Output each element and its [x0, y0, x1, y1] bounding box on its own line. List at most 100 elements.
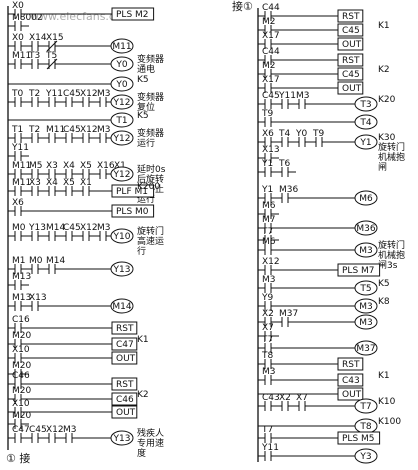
- right-rung: T7: [258, 227, 279, 245]
- contact-gap: [299, 404, 305, 408]
- contact-gap: [15, 304, 21, 308]
- contact-label: X0: [12, 1, 24, 11]
- contact-gap: [265, 268, 271, 272]
- contact-gap: [49, 136, 55, 140]
- contact-gap: [66, 436, 72, 440]
- contact-label: T2: [28, 125, 40, 135]
- contact-label: X7: [296, 393, 308, 403]
- coil-label: Y13: [113, 265, 131, 275]
- contact-label: X17: [262, 31, 280, 41]
- rung-annotation: 度: [137, 447, 146, 459]
- function-box-label: PLS M2: [116, 10, 149, 20]
- contact-label: X10: [12, 345, 30, 355]
- contact-label: M13: [12, 272, 31, 282]
- contact-gap: [100, 234, 106, 238]
- rung-annotation: 闸: [378, 162, 387, 173]
- contact-label: M20: [12, 386, 31, 396]
- contact-label: M3: [97, 89, 111, 99]
- output-coil: [110, 298, 134, 314]
- contact-gap: [265, 378, 271, 382]
- output-coil: [354, 220, 378, 236]
- contact-label: M13: [12, 293, 31, 303]
- output-coil: [354, 242, 378, 258]
- contact-label: X2: [279, 393, 291, 403]
- contact-gap: [66, 189, 72, 193]
- output-coil: [354, 298, 378, 314]
- connector-top-right: 接①: [232, 0, 253, 13]
- contact-label: Y1: [261, 185, 273, 195]
- contact-label: M3: [262, 367, 276, 377]
- contact-gap: [265, 58, 271, 62]
- contact-label: X5: [80, 161, 92, 171]
- contact-label: X6: [12, 198, 24, 208]
- coil-label: M3: [359, 302, 373, 312]
- contact-gap: [265, 72, 271, 76]
- contact-gap: [32, 189, 38, 193]
- function-box: [337, 37, 364, 51]
- contact-gap: [32, 234, 38, 238]
- right-rung: X7: [258, 323, 279, 341]
- function-box-label: PLF M1: [116, 187, 148, 197]
- contact-label: M3: [97, 125, 111, 135]
- contact-gap: [32, 436, 38, 440]
- contact-gap: [49, 234, 55, 238]
- nc-slash: [46, 40, 58, 52]
- coil-label: Y1: [359, 138, 371, 148]
- contact-gap: [49, 189, 55, 193]
- rung-annotation: K5: [378, 279, 390, 289]
- contact-gap: [83, 234, 89, 238]
- contact-label: X16: [97, 161, 115, 171]
- contact-gap: [15, 12, 21, 16]
- contact-gap: [32, 62, 38, 66]
- contact-label: X3: [29, 178, 41, 188]
- contact-gap: [265, 436, 271, 440]
- contact-label: T7: [261, 227, 273, 237]
- contact-gap: [15, 24, 21, 28]
- right-rung: X13: [258, 145, 280, 163]
- rung-annotation: K10: [378, 397, 396, 407]
- contact-gap: [32, 304, 38, 308]
- right-rung: OUT: [258, 387, 364, 401]
- left-rung: M20: [8, 411, 31, 429]
- coil-label: M36: [356, 224, 375, 234]
- contact-label: C45: [29, 425, 47, 435]
- contact-gap: [282, 170, 288, 174]
- contact-label: X6: [262, 129, 274, 139]
- contact-label: M0: [12, 223, 26, 233]
- output-coil: [354, 280, 378, 296]
- output-coil: [110, 94, 134, 110]
- function-box: [337, 431, 381, 445]
- function-box: [111, 377, 138, 391]
- output-coil: [354, 398, 378, 414]
- contact-label: T0: [11, 89, 23, 99]
- coil-label: Y12: [113, 98, 131, 108]
- contact-label: X1: [114, 161, 126, 171]
- contact-label: X14: [29, 33, 47, 43]
- contact-gap: [265, 362, 271, 366]
- rung-annotation: K8: [378, 297, 390, 307]
- contact-label: X1: [80, 178, 92, 188]
- nc-slash: [46, 58, 58, 70]
- output-coil: [354, 134, 378, 150]
- contact-gap: [265, 86, 271, 90]
- contact-gap: [265, 320, 271, 324]
- contact-label: C45: [63, 223, 81, 233]
- contact-label: T7: [261, 335, 273, 345]
- function-box-label: C45: [342, 26, 360, 36]
- function-box: [337, 263, 381, 277]
- contact-label: Y0: [295, 129, 307, 139]
